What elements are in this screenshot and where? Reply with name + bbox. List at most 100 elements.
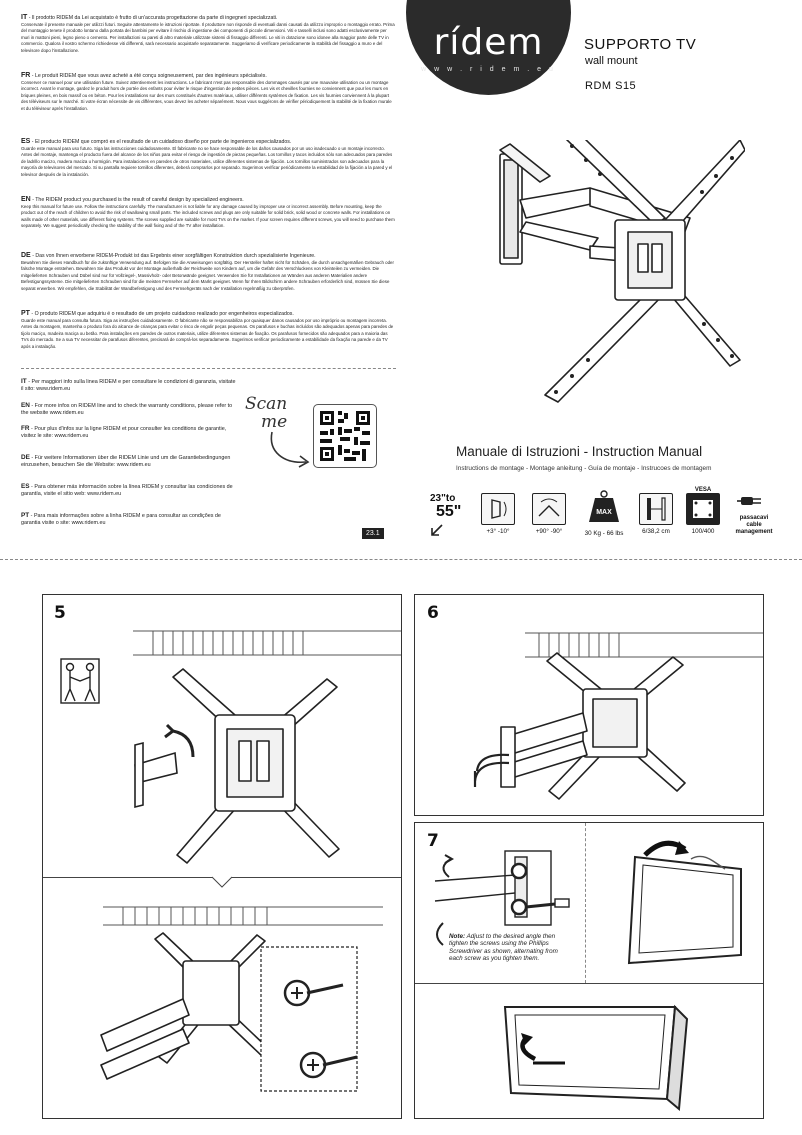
info-text: - Per maggiori info sulla linea RIDEM e … (21, 379, 236, 392)
lang-header: - Le produit RIDEM que vous avez acheté … (31, 73, 267, 79)
lang-body: Conservate il presente manuale per utili… (21, 22, 395, 53)
vesa-icon (686, 493, 720, 525)
screen-size-range: 23"to 55" (430, 493, 475, 537)
swivel-icon (532, 493, 566, 525)
product-model: RDM S15 (585, 80, 637, 92)
size-from: 23"to (430, 493, 456, 504)
lang-code: PT (21, 310, 30, 317)
info-code: EN (21, 402, 30, 409)
info-code: ES (21, 483, 30, 490)
info-code: DE (21, 454, 30, 461)
lang-code: ES (21, 138, 31, 145)
lang-header: - O produto RIDEM que adquiriu é o resul… (31, 311, 294, 317)
scan-me-label: Scan me (245, 395, 287, 431)
brand-logo: rídem (433, 22, 544, 63)
info-text: - For more infos on RIDEM line and to ch… (21, 403, 233, 416)
vesa-value: 100/400 (691, 528, 715, 535)
lang-code: DE (21, 252, 31, 259)
lang-block-de: DE - Das von Ihnen erworbene RIDEM-Produ… (21, 252, 396, 292)
cable-label-2: cable (746, 522, 762, 528)
step-7-number: 7 (427, 831, 439, 851)
tilt-value: +3° -10° (486, 528, 510, 535)
lang-body: Guarde este manual para consulta futura.… (21, 318, 394, 349)
lang-body: Keep this manual for future use. Follow … (21, 204, 395, 229)
step-7-vertical-divider (585, 823, 586, 983)
me-line: me (261, 412, 288, 432)
qr-code[interactable] (313, 404, 377, 468)
step-7-panel: 7 Note: Adjust to the desired angle then… (414, 822, 764, 1119)
lang-header: - El producto RIDEM que compró es el res… (31, 139, 292, 145)
spec-vesa: VESA 100/400 (682, 486, 724, 535)
step-7-illustration (434, 840, 742, 1111)
cable-label-3: management (735, 529, 773, 535)
instructions-sheet: 5 (0, 578, 802, 1135)
lang-header: - Das von Ihnen erworbene RIDEM-Produkt … (32, 253, 316, 259)
depth-icon (639, 493, 673, 525)
lang-block-it: IT - Il prodotto RIDEM da Lei acquistato… (21, 14, 396, 54)
cable-label-1: passacavi (739, 515, 769, 521)
manual-cover-sheet: IT - Il prodotto RIDEM da Lei acquistato… (0, 0, 802, 560)
manual-title: Manuale di Istruzioni - Instruction Manu… (456, 444, 703, 459)
lang-body: Bewahren Sie dieses Handbuch für die zuk… (21, 260, 394, 291)
lang-body: Guarde este manual para uso futuro. Siga… (21, 146, 393, 177)
lang-header: - The RIDEM product you purchased is the… (32, 197, 244, 203)
lang-block-es: ES - El producto RIDEM que compró es el … (21, 138, 396, 178)
upper-arm (519, 187, 601, 219)
manual-subtitle: Instructions de montage - Montage anleit… (456, 465, 712, 472)
spec-cable: passacavi cable management (731, 493, 777, 535)
page-separator (0, 559, 802, 560)
note-body: Adjust to the desired angle then tighten… (449, 933, 558, 963)
step-7-note: Note: Adjust to the desired angle then t… (449, 933, 567, 963)
weight-icon: MAX (589, 490, 619, 522)
step-6-number: 6 (427, 603, 439, 623)
info-text: - Para obtener más información sobre la … (21, 484, 233, 497)
step-6-illustration (473, 632, 763, 800)
diagonal-arrow-icon (431, 524, 443, 536)
info-en: EN - For more infos on RIDEM line and to… (21, 402, 236, 416)
lang-block-fr: FR - Le produit RIDEM que vous avez ache… (21, 72, 396, 112)
info-fr: FR - Pour plus d'infos sur la ligne RIDE… (21, 425, 236, 439)
tilt-icon (481, 493, 515, 525)
rotate-arrow-icon (164, 723, 176, 739)
step-5-number: 5 (54, 603, 66, 623)
version-label: 23.1 (362, 528, 384, 539)
info-code: IT (21, 378, 27, 385)
info-text: - Para mais informações sobre a linha RI… (21, 513, 221, 526)
step-7-horizontal-divider (415, 983, 763, 984)
lang-header: - Il prodotto RIDEM da Lei acquistato è … (28, 15, 278, 21)
lang-code: FR (21, 72, 31, 79)
max-badge: MAX (596, 509, 612, 516)
info-text: - Für weitere Informationen über die RID… (21, 455, 231, 468)
info-code: FR (21, 425, 30, 432)
note-label: Note: (449, 933, 466, 940)
product-title: SUPPORTO TV (584, 36, 697, 53)
hand-icon (690, 855, 726, 870)
scan-line: Scan (245, 394, 288, 414)
spec-depth: 6/38,2 cm (633, 493, 679, 535)
lang-code: EN (21, 196, 31, 203)
spec-tilt: +3° -10° (478, 493, 518, 535)
section-divider (21, 368, 396, 369)
lower-arm (519, 221, 599, 251)
info-de: DE - Für weitere Informationen über die … (21, 454, 236, 468)
info-it: IT - Per maggiori info sulla linea RIDEM… (21, 378, 236, 392)
info-pt: PT - Para mais informações sobre a linha… (21, 512, 236, 526)
step-6-panel: 6 (414, 594, 764, 816)
info-es: ES - Para obtener más información sobre … (21, 483, 236, 497)
step-5-panel: 5 (42, 594, 402, 1119)
step-5-illustration (60, 630, 401, 1092)
lang-code: IT (21, 14, 28, 21)
depth-value: 6/38,2 cm (642, 528, 670, 535)
vesa-label: VESA (694, 487, 712, 493)
lang-block-pt: PT - O produto RIDEM que adquiriu é o re… (21, 310, 396, 350)
scan-arrow-icon (270, 431, 310, 468)
product-subtitle: wall mount (585, 55, 638, 67)
info-text: - Pour plus d'infos sur la ligne RIDEM e… (21, 426, 227, 439)
cable-plug-icon (737, 497, 761, 505)
spec-swivel: +90° -90° (526, 493, 572, 535)
brand-url: w w w . r i d e m . e u (421, 66, 556, 73)
spec-max-load: MAX 30 Kg - 66 lbs (580, 488, 628, 537)
lang-body: Conserver ce manuel pour une utilisation… (21, 80, 392, 111)
lang-block-en: EN - The RIDEM product you purchased is … (21, 196, 396, 230)
swivel-value: +90° -90° (535, 528, 563, 535)
